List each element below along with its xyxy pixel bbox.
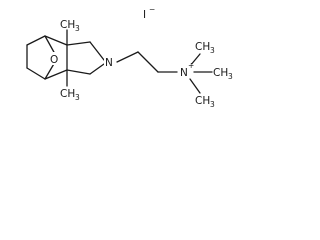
bond (44, 69, 68, 80)
ring-nitrogen-label: N (105, 57, 113, 69)
iodide-label: I (143, 9, 146, 21)
oxygen-label: O (50, 54, 58, 66)
bond (26, 67, 46, 80)
bond (89, 63, 105, 75)
oxygen-atom: O (50, 52, 61, 66)
iodide-charge: − (149, 5, 155, 14)
n-methyl-upper-sub: 3 (210, 46, 215, 55)
n-methyl-upper: CH 3 (195, 41, 215, 55)
ring-nitrogen-atom: N (104, 55, 116, 69)
n-methyl-right-label: CH (213, 67, 228, 79)
bond (44, 35, 68, 46)
n-methyl-lower-sub: 3 (210, 100, 215, 109)
n-methyl-upper-label: CH (195, 41, 210, 53)
n-methyl-right: CH 3 (213, 67, 233, 81)
n-methyl-lower: CH 3 (195, 95, 215, 109)
methyl-bottom-label: CH (60, 88, 75, 100)
quaternary-nitrogen-label: N (180, 67, 188, 79)
quaternary-nitrogen-atom: N + (178, 61, 194, 79)
bond (137, 51, 159, 73)
bond (116, 51, 139, 63)
methyl-top-label: CH (60, 19, 75, 31)
methyl-bottom: CH 3 (60, 88, 80, 102)
methyl-bottom-sub: 3 (75, 93, 80, 102)
n-methyl-lower-label: CH (195, 95, 210, 107)
methyl-top-sub: 3 (75, 24, 80, 33)
methyl-top: CH 3 (60, 19, 80, 33)
chemical-structure-drawing: I − O N (26, 5, 233, 109)
n-methyl-right-sub: 3 (228, 72, 233, 81)
iodide-counter-ion: I − (143, 5, 155, 21)
bond (89, 41, 105, 61)
bond (26, 35, 46, 46)
bond (44, 35, 56, 55)
bond (66, 69, 91, 75)
bond (66, 41, 91, 46)
quaternary-charge: + (188, 61, 194, 70)
bond (189, 78, 201, 94)
bond-skeleton (26, 29, 213, 94)
